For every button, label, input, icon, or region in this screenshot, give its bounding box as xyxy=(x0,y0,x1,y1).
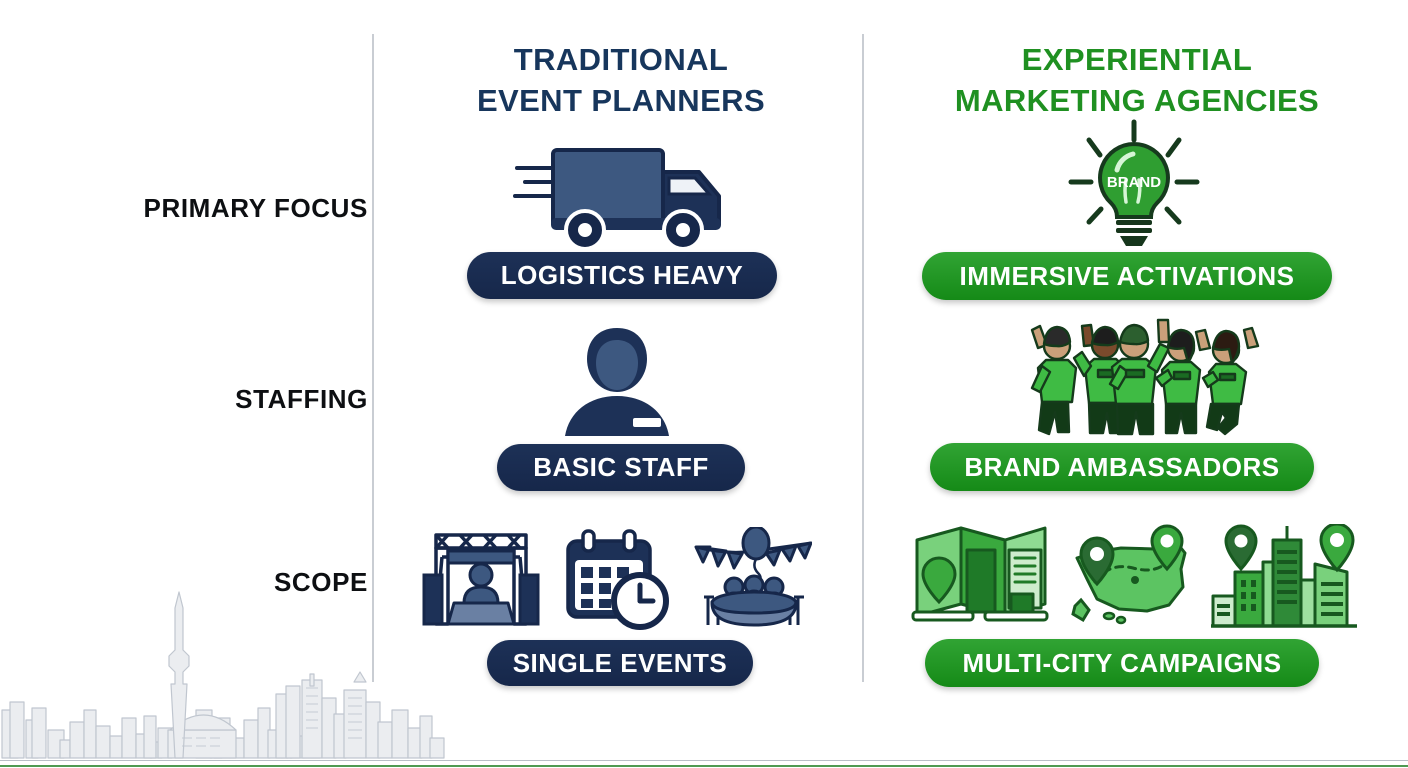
banquet-table-icon xyxy=(694,527,812,627)
value-pill-left-scope[interactable]: SINGLE EVENTS xyxy=(487,640,753,686)
stage-booth-icon xyxy=(422,533,540,626)
icon-group-left-staffing xyxy=(372,318,862,440)
skyline-pins-icon xyxy=(1211,524,1357,628)
calendar-clock-icon xyxy=(566,529,669,630)
value-pill-right-scope[interactable]: MULTI-CITY CAMPAIGNS xyxy=(925,639,1319,687)
value-pill-left-primary-focus[interactable]: LOGISTICS HEAVY xyxy=(467,252,777,299)
row-label-scope: SCOPE xyxy=(273,567,368,597)
icon-group-right-staffing xyxy=(862,312,1406,440)
row-label-staffing: STAFFING xyxy=(235,384,368,414)
value-pill-right-primary-focus[interactable]: IMMERSIVE ACTIVATIONS xyxy=(922,252,1332,300)
lightbulb-brand-icon: BRAND xyxy=(1068,119,1200,246)
column-header-traditional: TRADITIONAL EVENT PLANNERS xyxy=(476,42,766,118)
value-pill-left-staffing[interactable]: BASIC STAFF xyxy=(497,444,745,491)
icon-group-right-primary-focus: BRAND xyxy=(862,118,1406,250)
footer-green-rule xyxy=(0,765,1408,767)
row-label-primary-focus: PRIMARY FOCUS xyxy=(143,193,368,223)
column-divider-left xyxy=(372,34,374,682)
icon-group-left-primary-focus xyxy=(372,130,862,250)
icon-group-left-scope xyxy=(372,514,862,632)
city-map-pin-icon xyxy=(911,526,1049,622)
column-divider-right xyxy=(862,34,864,682)
delivery-truck-icon xyxy=(513,148,721,250)
value-pill-right-staffing[interactable]: BRAND AMBASSADORS xyxy=(930,443,1314,491)
lightbulb-brand-label: BRAND xyxy=(1107,174,1161,191)
brand-ambassador-team-icon xyxy=(1030,318,1260,436)
toronto-skyline-watermark xyxy=(1,591,445,759)
footer-baseline xyxy=(0,760,1408,761)
usa-route-map-icon xyxy=(1071,524,1187,625)
column-header-experiential: EXPERIENTIAL MARKETING AGENCIES xyxy=(954,42,1320,118)
single-staff-person-icon xyxy=(565,328,669,436)
icon-group-right-scope xyxy=(862,512,1406,632)
